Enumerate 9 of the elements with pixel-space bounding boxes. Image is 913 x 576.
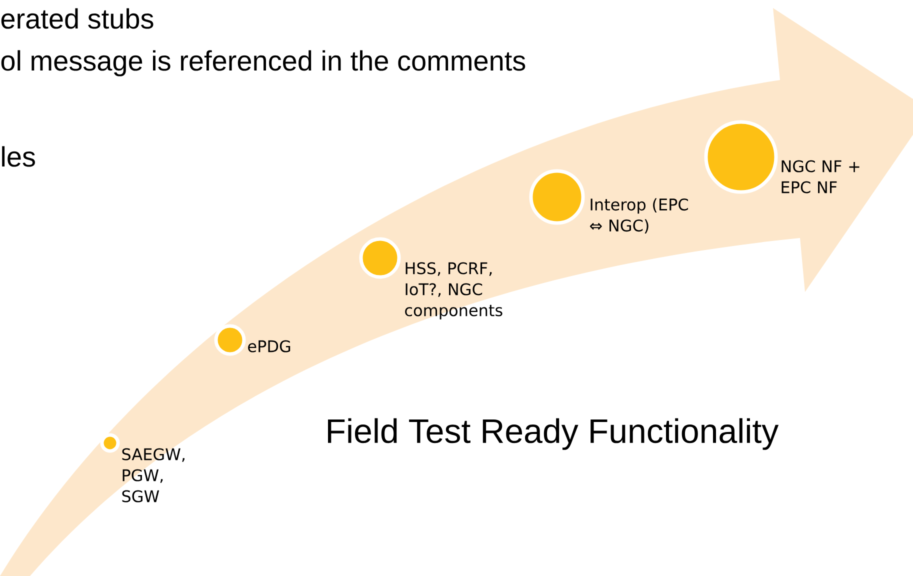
milestone-label: Interop (EPC ⇔ NGC) xyxy=(590,198,688,234)
body-text: les xyxy=(2,146,35,167)
milestone-label: NGC NF + EPC NF xyxy=(782,160,860,194)
heading: Field Test Ready Functionality xyxy=(328,418,779,450)
body-text: ol message is referenced in the comments xyxy=(1,50,526,76)
milestone-label: HSS, PCRF, IoT?, NGC components xyxy=(405,262,502,320)
milestone-label: SAEGW, PGW, SGW xyxy=(122,448,184,502)
body-text: erated stubs xyxy=(1,8,154,29)
milestone-label: ePDG xyxy=(248,340,290,352)
